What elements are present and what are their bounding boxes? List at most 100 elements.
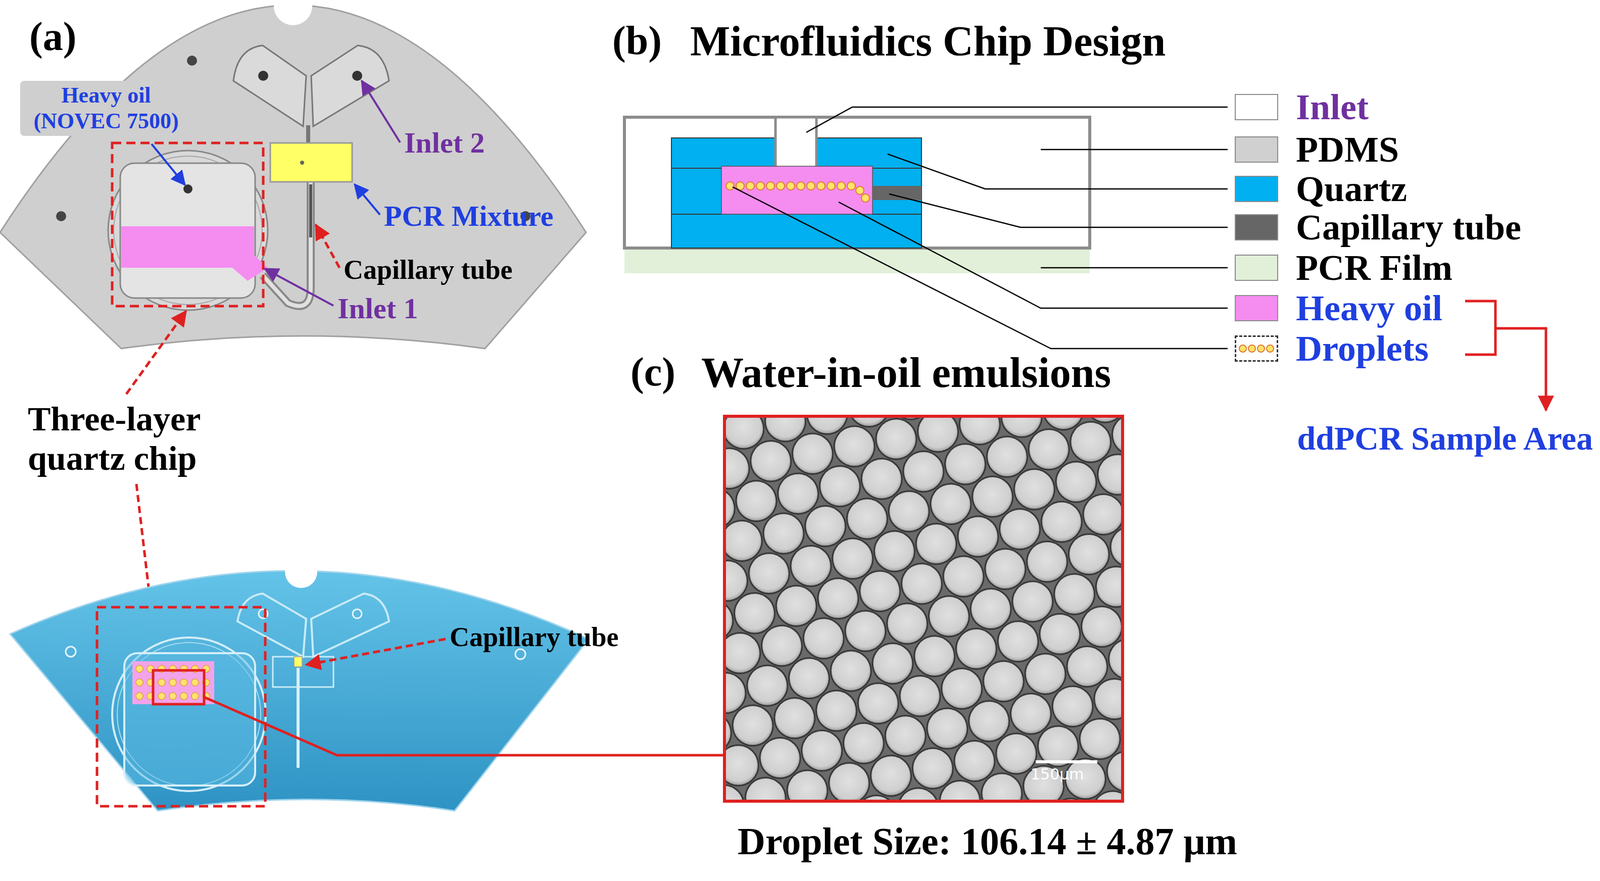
chip-top-view	[306, 125, 311, 143]
droplet-micrograph	[724, 416, 1123, 802]
chip-photo	[180, 692, 188, 700]
chip-photo	[306, 639, 446, 665]
chip-cross-section	[766, 181, 775, 190]
chip-cross-section	[776, 181, 785, 190]
legend-row: Droplets	[1234, 330, 1429, 367]
region-label: ddPCR Sample Area	[1297, 419, 1594, 458]
chip-cross-section	[827, 181, 836, 190]
part-label: Inlet 2	[404, 126, 486, 161]
legend-row: PCR Film	[1234, 249, 1453, 286]
legend-swatch	[1234, 136, 1279, 163]
chip-cross-section	[725, 181, 735, 190]
legend-leader-lines	[1040, 267, 1228, 269]
droplet-symbol	[1248, 345, 1256, 353]
chip-cross-section	[872, 185, 922, 201]
chip-cross-section	[624, 117, 1090, 249]
callout-arrows-a	[126, 311, 186, 395]
chip-top-view	[273, 0, 313, 26]
legend-swatch	[1234, 254, 1279, 281]
droplet-symbol	[1236, 336, 1277, 361]
chip-photo	[169, 679, 177, 687]
droplet-symbol	[1239, 345, 1247, 353]
chip-top-view	[262, 181, 311, 307]
chip-top-view	[183, 184, 193, 194]
legend-swatch	[1234, 214, 1279, 241]
chip-photo	[204, 697, 725, 756]
chip-photo	[10, 570, 589, 811]
chip-top-view	[113, 156, 263, 305]
chip-photo	[296, 667, 300, 768]
chip-top-view	[56, 211, 67, 222]
chip-cross-section	[721, 166, 873, 215]
measurement-note: Droplet Size: 106.14 ± 4.87 μm	[737, 819, 1238, 864]
legend-text: Droplets	[1295, 330, 1429, 367]
part-label: Heavy oil (NOVEC 7500)	[20, 80, 192, 136]
sample-area-bracket	[1465, 301, 1496, 355]
panel-letter: (c)	[630, 348, 676, 396]
droplet-micrograph	[725, 417, 1122, 800]
legend-swatch	[1234, 175, 1279, 203]
scale-bar-label: 150µm	[1030, 765, 1085, 784]
chip-photo	[311, 593, 390, 657]
legend-text: PDMS	[1295, 131, 1399, 168]
callout-arrows-a	[151, 143, 185, 185]
chip-top-view	[300, 160, 305, 165]
legend-leader-lines	[889, 194, 1228, 228]
legend-text: Heavy oil	[1295, 289, 1443, 327]
chip-photo	[169, 692, 177, 700]
part-label: PCR Mixture	[383, 199, 554, 234]
chip-top-view	[108, 150, 268, 311]
chip-cross-section	[861, 194, 870, 203]
chip-top-view	[112, 142, 264, 307]
chip-cross-section	[746, 181, 755, 190]
panel-letter: (b)	[612, 17, 662, 64]
chip-top-view	[311, 45, 390, 127]
chip-top-view	[309, 184, 313, 238]
chip-photo	[132, 661, 215, 705]
chip-photo	[284, 555, 318, 589]
sample-area-bracket	[1495, 328, 1546, 411]
chip-top-view	[233, 45, 307, 127]
chip-photo	[117, 642, 261, 787]
chip-photo	[294, 656, 303, 667]
legend-row: PDMS	[1234, 131, 1399, 168]
chip-photo	[153, 670, 205, 705]
legend-row: Heavy oil	[1234, 289, 1443, 327]
legend-text: Capillary tube	[1295, 209, 1522, 246]
callout-arrows-a	[354, 184, 380, 215]
chip-cross-section	[806, 181, 815, 190]
legend-text: Inlet	[1295, 88, 1369, 126]
part-label: Three-layer quartz chip	[27, 399, 266, 478]
droplet-symbol	[1257, 345, 1265, 353]
part-label: Inlet 1	[337, 292, 419, 326]
callout-arrows-a	[315, 224, 340, 268]
legend-text: PCR Film	[1295, 249, 1453, 286]
panel-title: Water-in-oil emulsions	[701, 348, 1111, 398]
legend-leader-lines	[732, 107, 1228, 349]
panel-title: Microfluidics Chip Design	[690, 17, 1166, 67]
legend-leader-lines	[838, 202, 1228, 309]
legend-leader-lines	[887, 154, 1228, 189]
chip-photo	[65, 646, 76, 657]
legend-row: Quartz	[1234, 170, 1408, 208]
chip-photo	[237, 593, 307, 657]
chip-photo	[158, 679, 166, 687]
callout-arrows-a	[361, 80, 401, 143]
chip-photo	[191, 692, 199, 700]
chip-photo	[124, 653, 256, 786]
chip-cross-section	[786, 181, 795, 190]
legend-text: Quartz	[1295, 170, 1408, 208]
panel-letter: (a)	[29, 13, 77, 60]
chip-top-view	[186, 55, 198, 66]
legend-swatch	[1234, 93, 1279, 121]
legend-row: Capillary tube	[1234, 209, 1522, 246]
part-label: Capillary tube	[449, 621, 619, 653]
chip-photo	[10, 555, 725, 811]
chip-photo	[180, 679, 188, 687]
legend-row: Inlet	[1234, 88, 1369, 126]
chip-cross-section	[756, 181, 765, 190]
chip-photo	[97, 607, 266, 807]
chip-cross-section	[624, 248, 1090, 274]
legend-swatch	[1234, 295, 1279, 322]
